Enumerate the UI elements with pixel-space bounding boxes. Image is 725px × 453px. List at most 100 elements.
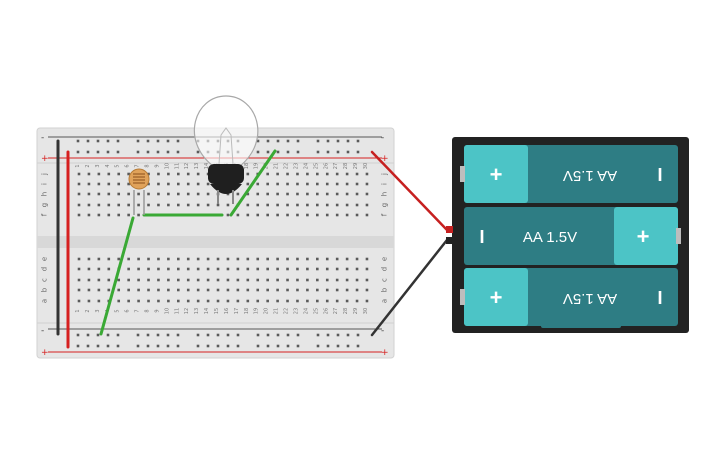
breadboard-hole[interactable] [306, 203, 309, 207]
breadboard-hole[interactable] [206, 192, 210, 196]
breadboard-hole[interactable] [157, 192, 160, 196]
breadboard-hole[interactable] [345, 213, 349, 217]
rail-hole[interactable] [316, 333, 320, 337]
breadboard-hole[interactable] [236, 213, 240, 217]
breadboard-hole[interactable] [147, 203, 150, 207]
breadboard-hole[interactable] [77, 182, 81, 186]
breadboard-hole[interactable] [186, 278, 190, 282]
rail-hole[interactable] [106, 139, 110, 143]
breadboard-hole[interactable] [236, 299, 240, 303]
breadboard-hole[interactable] [157, 299, 160, 303]
breadboard-hole[interactable] [177, 288, 180, 292]
rail-hole[interactable] [296, 344, 300, 348]
breadboard-hole[interactable] [177, 203, 180, 207]
breadboard-hole[interactable] [87, 213, 91, 217]
rail-hole[interactable] [286, 344, 290, 348]
rail-hole[interactable] [236, 344, 240, 348]
breadboard-hole[interactable] [177, 182, 180, 186]
breadboard-hole[interactable] [316, 203, 319, 207]
breadboard-hole[interactable] [117, 172, 121, 176]
rail-hole[interactable] [206, 344, 210, 348]
breadboard-hole[interactable] [226, 257, 230, 261]
breadboard-hole[interactable] [186, 192, 190, 196]
breadboard-hole[interactable] [127, 182, 130, 186]
breadboard-hole[interactable] [316, 172, 319, 176]
breadboard-hole[interactable] [107, 257, 111, 261]
breadboard-hole[interactable] [186, 299, 190, 303]
breadboard-hole[interactable] [117, 182, 121, 186]
breadboard-hole[interactable] [157, 288, 160, 292]
breadboard-hole[interactable] [147, 257, 150, 261]
breadboard-hole[interactable] [77, 172, 81, 176]
rail-hole[interactable] [136, 150, 140, 154]
battery-terminal-black[interactable] [446, 237, 453, 244]
rail-hole[interactable] [86, 333, 90, 337]
rail-hole[interactable] [336, 139, 340, 143]
breadboard-hole[interactable] [345, 192, 349, 196]
breadboard-hole[interactable] [216, 257, 220, 261]
rail-hole[interactable] [316, 150, 320, 154]
breadboard-hole[interactable] [325, 192, 329, 196]
breadboard-hole[interactable] [365, 213, 369, 217]
rail-hole[interactable] [276, 150, 280, 154]
breadboard-hole[interactable] [196, 182, 200, 186]
breadboard-hole[interactable] [335, 299, 339, 303]
green-wire-diagonal-left[interactable] [99, 216, 135, 336]
breadboard-hole[interactable] [87, 288, 91, 292]
breadboard-hole[interactable] [167, 172, 170, 176]
rail-hole[interactable] [286, 333, 290, 337]
breadboard-hole[interactable] [306, 267, 309, 271]
rail-hole[interactable] [166, 333, 170, 337]
breadboard-hole[interactable] [206, 257, 210, 261]
breadboard-hole[interactable] [147, 299, 150, 303]
rail-hole[interactable] [266, 344, 270, 348]
breadboard-hole[interactable] [276, 299, 279, 303]
breadboard-hole[interactable] [355, 182, 359, 186]
breadboard-hole[interactable] [316, 267, 319, 271]
breadboard-hole[interactable] [177, 172, 180, 176]
breadboard-hole[interactable] [206, 299, 210, 303]
breadboard-hole[interactable] [256, 267, 260, 271]
breadboard-hole[interactable] [236, 278, 240, 282]
breadboard-hole[interactable] [177, 192, 180, 196]
breadboard-hole[interactable] [167, 257, 170, 261]
breadboard-hole[interactable] [147, 288, 150, 292]
breadboard-hole[interactable] [167, 182, 170, 186]
breadboard-hole[interactable] [266, 172, 269, 176]
rail-hole[interactable] [106, 333, 110, 337]
breadboard-hole[interactable] [335, 172, 339, 176]
breadboard-hole[interactable] [286, 267, 289, 271]
breadboard-hole[interactable] [246, 172, 250, 176]
rail-hole[interactable] [76, 344, 80, 348]
breadboard-hole[interactable] [355, 278, 359, 282]
breadboard-hole[interactable] [246, 203, 250, 207]
breadboard-hole[interactable] [87, 172, 91, 176]
breadboard-hole[interactable] [345, 257, 349, 261]
breadboard-hole[interactable] [147, 278, 150, 282]
breadboard-hole[interactable] [286, 192, 289, 196]
breadboard-hole[interactable] [167, 267, 170, 271]
breadboard-hole[interactable] [355, 203, 359, 207]
breadboard-hole[interactable] [87, 182, 91, 186]
breadboard-hole[interactable] [286, 203, 289, 207]
breadboard-hole[interactable] [345, 172, 349, 176]
breadboard-hole[interactable] [355, 257, 359, 261]
breadboard-hole[interactable] [355, 288, 359, 292]
breadboard-hole[interactable] [157, 182, 160, 186]
breadboard-hole[interactable] [355, 172, 359, 176]
breadboard-hole[interactable] [335, 192, 339, 196]
rail-hole[interactable] [76, 139, 80, 143]
breadboard-hole[interactable] [127, 192, 130, 196]
breadboard-hole[interactable] [196, 203, 200, 207]
breadboard-hole[interactable] [167, 299, 170, 303]
breadboard-hole[interactable] [127, 213, 130, 217]
breadboard-hole[interactable] [345, 299, 349, 303]
breadboard-hole[interactable] [107, 278, 111, 282]
rail-hole[interactable] [356, 344, 360, 348]
breadboard-hole[interactable] [157, 257, 160, 261]
breadboard-hole[interactable] [306, 213, 309, 217]
breadboard-hole[interactable] [286, 278, 289, 282]
breadboard-hole[interactable] [87, 267, 91, 271]
breadboard-hole[interactable] [236, 288, 240, 292]
breadboard-hole[interactable] [137, 299, 140, 303]
